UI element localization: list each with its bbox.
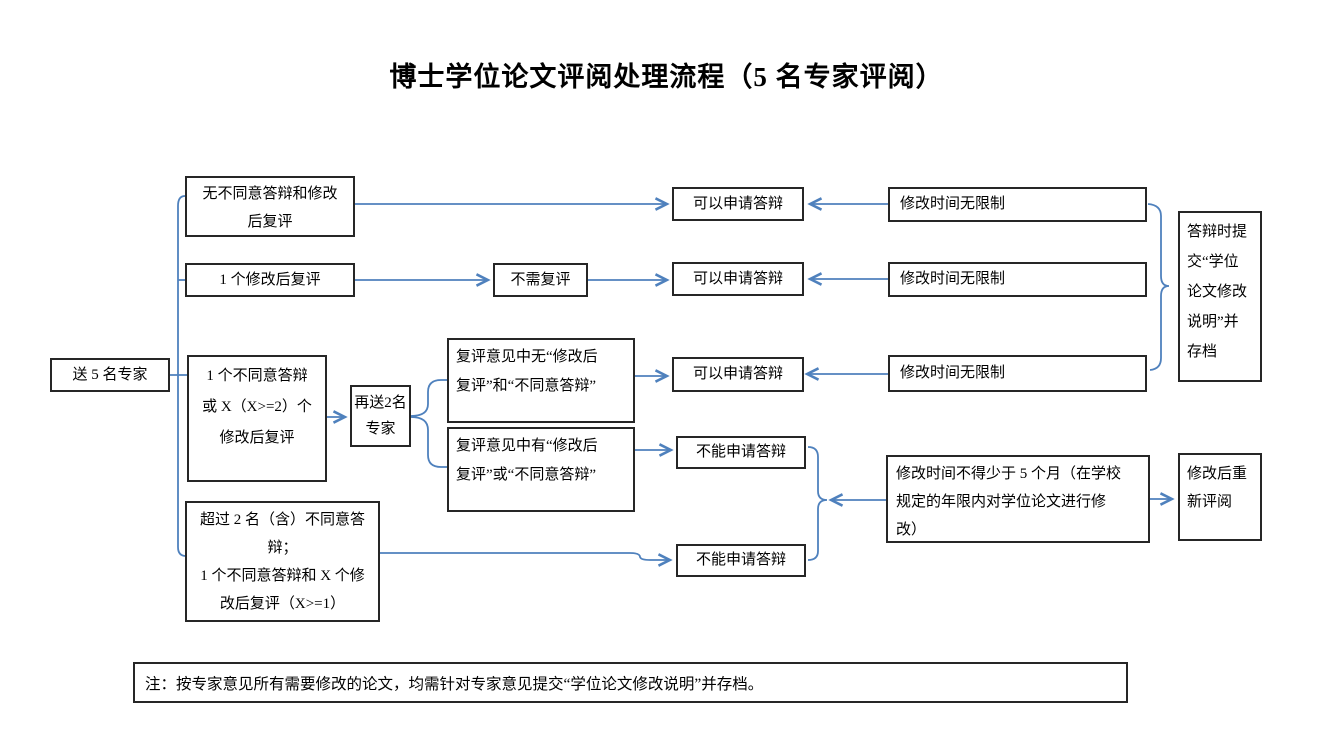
node-rereview-has-negative: 复评意见中有“修改后 复评”或“不同意答辩” bbox=[447, 427, 635, 512]
node-no-time-limit-3: 修改时间无限制 bbox=[888, 355, 1147, 392]
node-no-time-limit-1: 修改时间无限制 bbox=[888, 187, 1147, 222]
node-over-two-disagree: 超过 2 名（含）不同意答 辩； 1 个不同意答辩和 X 个修 改后复评（X>=… bbox=[185, 501, 380, 622]
node-can-apply-defense-2: 可以申请答辩 bbox=[672, 262, 804, 296]
node-one-disagree-or-x: 1 个不同意答辩 或 X（X>=2）个 修改后复评 bbox=[187, 355, 327, 482]
note-box: 注：按专家意见所有需要修改的论文，均需针对专家意见提交“学位论文修改说明”并存档… bbox=[133, 662, 1128, 703]
node-rereview-no-negative: 复评意见中无“修改后 复评”和“不同意答辩” bbox=[447, 338, 635, 423]
node-no-review-needed: 不需复评 bbox=[493, 263, 588, 297]
node-cannot-apply-defense-2: 不能申请答辩 bbox=[676, 544, 806, 577]
brace-no-limit bbox=[1147, 203, 1170, 371]
node-resend-two-experts: 再送2名 专家 bbox=[350, 385, 411, 447]
connector-resend-branch-up bbox=[410, 379, 447, 417]
node-one-revision-review: 1 个修改后复评 bbox=[185, 263, 355, 297]
node-no-time-limit-2: 修改时间无限制 bbox=[888, 262, 1147, 297]
node-cannot-apply-defense-1: 不能申请答辩 bbox=[676, 436, 806, 469]
bracket-cannot-apply bbox=[807, 446, 828, 561]
node-can-apply-defense-1: 可以申请答辩 bbox=[672, 187, 804, 221]
node-no-disagreement: 无不同意答辩和修改 后复评 bbox=[185, 176, 355, 237]
connector-start-trunk bbox=[170, 195, 187, 557]
connector-overtwo-to-cannot2 bbox=[380, 552, 673, 567]
connector-resend-branch-down bbox=[410, 416, 447, 468]
node-send-five-experts: 送 5 名专家 bbox=[50, 358, 170, 392]
note-text: 注：按专家意见所有需要修改的论文，均需针对专家意见提交“学位论文修改说明”并存档… bbox=[145, 675, 764, 693]
node-can-apply-defense-3: 可以申请答辩 bbox=[672, 357, 804, 392]
node-min-five-months: 修改时间不得少于 5 个月（在学校 规定的年限内对学位论文进行修 改） bbox=[886, 455, 1150, 543]
node-rereview-after-revision: 修改后重 新评阅 bbox=[1178, 453, 1262, 541]
node-submit-revision-note: 答辩时提 交“学位 论文修改 说明”并 存档 bbox=[1178, 211, 1262, 382]
page-title: 博士学位论文评阅处理流程（5 名专家评阅） bbox=[389, 62, 944, 92]
